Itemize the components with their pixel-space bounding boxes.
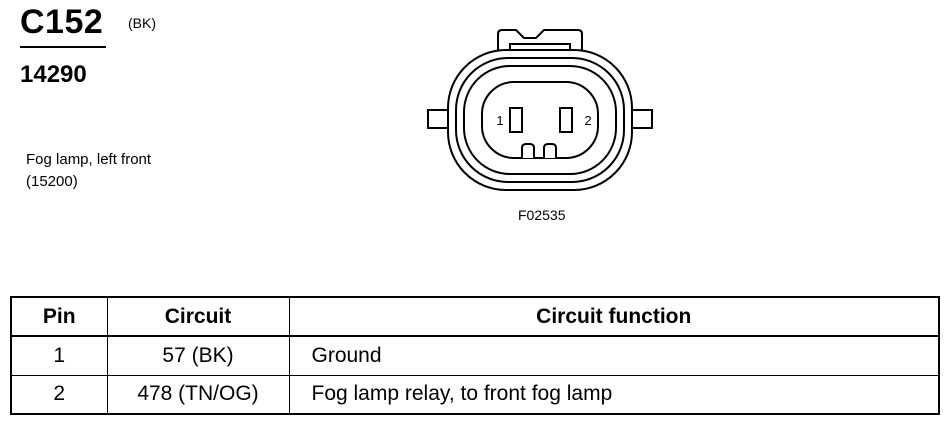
connector-color-code: (BK) bbox=[128, 15, 156, 31]
right-ear bbox=[631, 109, 653, 129]
pin-label-1: 1 bbox=[496, 113, 503, 128]
figure-id: F02535 bbox=[518, 207, 566, 223]
cell-pin: 2 bbox=[10, 374, 108, 415]
component-number: (15200) bbox=[26, 173, 78, 190]
pin-label-2: 2 bbox=[584, 113, 591, 128]
pin-table: Pin Circuit Circuit function 1 57 (BK) G… bbox=[10, 296, 940, 415]
pin-terminal-1 bbox=[509, 107, 523, 133]
component-name: Fog lamp, left front bbox=[26, 151, 152, 168]
connector-face-diagram: 1 2 bbox=[427, 29, 653, 191]
header-underline bbox=[20, 46, 106, 48]
table-row: 2 478 (TN/OG) Fog lamp relay, to front f… bbox=[10, 374, 940, 415]
inner-cavity bbox=[481, 81, 599, 159]
cell-circuit-function: Ground bbox=[288, 335, 940, 376]
key-notch-right bbox=[543, 143, 557, 158]
key-notch-left bbox=[521, 143, 535, 158]
table-header-row: Pin Circuit Circuit function bbox=[10, 296, 940, 337]
connector-id: C152 bbox=[20, 3, 104, 41]
housing-outer bbox=[447, 49, 633, 191]
header-pin: Pin bbox=[10, 296, 108, 337]
cell-circuit: 478 (TN/OG) bbox=[106, 374, 290, 415]
locking-tab bbox=[497, 29, 583, 54]
locking-tab-inner bbox=[509, 43, 571, 52]
housing-ring-2 bbox=[455, 57, 625, 183]
cell-circuit-function: Fog lamp relay, to front fog lamp bbox=[288, 374, 940, 415]
housing-ring-3 bbox=[463, 65, 617, 175]
table-row: 1 57 (BK) Ground bbox=[10, 335, 940, 376]
pin-terminal-2 bbox=[559, 107, 573, 133]
left-ear bbox=[427, 109, 449, 129]
cell-circuit: 57 (BK) bbox=[106, 335, 290, 376]
header-circuit-function: Circuit function bbox=[288, 296, 940, 337]
cell-pin: 1 bbox=[10, 335, 108, 376]
header-circuit: Circuit bbox=[106, 296, 290, 337]
part-number: 14290 bbox=[20, 61, 87, 88]
